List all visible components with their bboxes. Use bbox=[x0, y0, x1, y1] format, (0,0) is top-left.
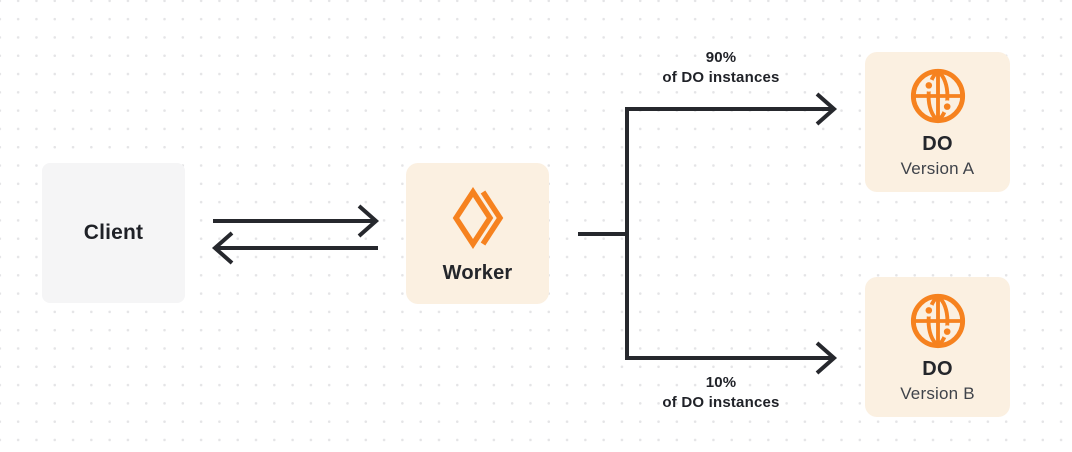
do-version-a-subtitle: Version A bbox=[900, 159, 975, 178]
arrowhead-right-icon bbox=[357, 204, 380, 238]
durable-object-globe-icon bbox=[910, 68, 965, 124]
cloudflare-workers-logo-icon bbox=[452, 186, 503, 249]
bottom-branch-label: 10% of DO instances bbox=[611, 373, 831, 413]
arrowhead-left-icon bbox=[211, 231, 234, 265]
arrowhead-bottom-right-icon bbox=[815, 341, 838, 375]
top-branch-percent: 90% bbox=[705, 49, 737, 66]
do-version-b-title: DO bbox=[922, 358, 953, 380]
do-version-a-node: DO Version A bbox=[865, 52, 1010, 192]
do-version-b-node: DO Version B bbox=[865, 277, 1010, 417]
top-branch-caption: of DO instances bbox=[662, 69, 780, 86]
worker-node: Worker bbox=[406, 163, 549, 304]
bottom-branch-caption: of DO instances bbox=[662, 394, 780, 411]
bottom-branch-percent: 10% bbox=[705, 374, 737, 391]
do-version-a-title: DO bbox=[922, 133, 953, 155]
do-version-b-subtitle: Version B bbox=[900, 384, 975, 403]
client-label: Client bbox=[83, 221, 144, 244]
top-branch-label: 90% of DO instances bbox=[611, 48, 831, 88]
durable-object-globe-icon bbox=[910, 293, 965, 349]
worker-label: Worker bbox=[442, 261, 513, 284]
client-node: Client bbox=[42, 163, 185, 303]
arrowhead-top-right-icon bbox=[815, 92, 838, 126]
